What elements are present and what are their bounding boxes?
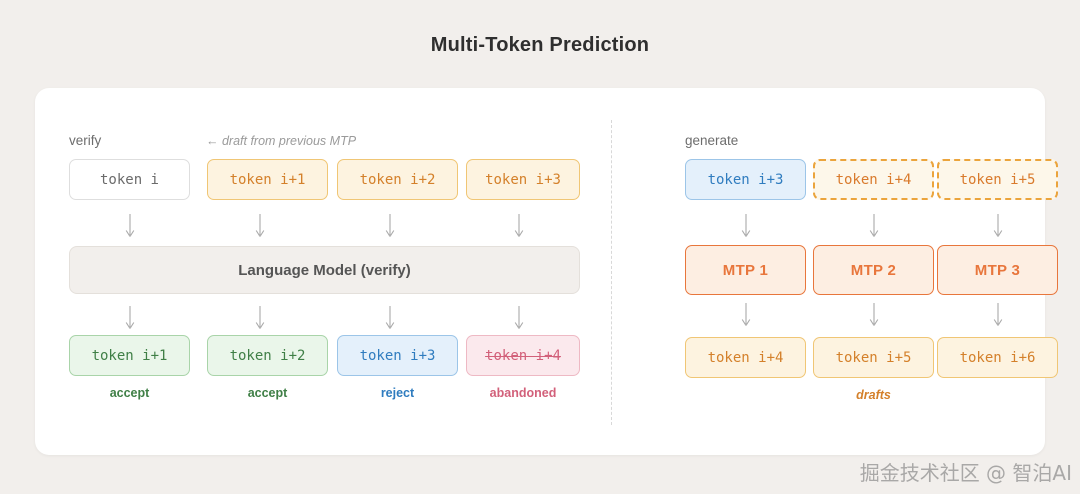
verdict-caption-0: accept: [109, 386, 150, 400]
generate-output-token-1[interactable]: token i+5: [813, 337, 934, 378]
verify-output-token-2[interactable]: token i+3: [337, 335, 458, 376]
verify-output-token-1[interactable]: token i+2: [207, 335, 328, 376]
mtp-head-1[interactable]: MTP 2: [813, 245, 934, 295]
verify-input-token-3[interactable]: token i+3: [466, 159, 580, 200]
arrow-down-icon: [513, 306, 525, 332]
mtp-label: MTP 2: [850, 261, 897, 279]
page-title: Multi-Token Prediction: [430, 34, 650, 56]
verdict-caption-1: accept: [247, 386, 288, 400]
verdict-caption-2: reject: [380, 386, 415, 400]
arrow-down-icon: [513, 214, 525, 240]
mtp-head-2[interactable]: MTP 3: [937, 245, 1058, 295]
verify-input-token-1[interactable]: token i+1: [207, 159, 328, 200]
token-label: token i+4: [485, 347, 561, 364]
generate-output-token-2[interactable]: token i+6: [937, 337, 1058, 378]
token-label: token i+4: [707, 349, 784, 366]
diagram-card: verify ← draft from previous MTP token i…: [35, 88, 1058, 455]
generate-panel: generate token i+3 token i+4 token i+5 M…: [645, 88, 1058, 455]
language-model-verify-bar: Language Model (verify): [69, 246, 580, 294]
panel-divider: [611, 120, 612, 425]
arrow-down-icon: [384, 214, 396, 240]
token-label: token i+3: [707, 171, 784, 188]
arrow-down-icon: [992, 214, 1004, 240]
arrow-down-icon: [124, 214, 136, 240]
verify-input-token-0[interactable]: token i: [69, 159, 190, 200]
verify-input-token-2[interactable]: token i+2: [337, 159, 458, 200]
arrow-down-icon: [124, 306, 136, 332]
arrow-down-icon: [254, 214, 266, 240]
token-label: token i+2: [229, 347, 306, 364]
token-label: token i+2: [359, 171, 436, 188]
verify-output-token-0[interactable]: token i+1: [69, 335, 190, 376]
token-label: token i+6: [959, 349, 1036, 366]
draft-origin-hint: ← draft from previous MTP: [206, 134, 357, 148]
arrow-down-icon: [384, 306, 396, 332]
token-label: token i: [99, 171, 159, 188]
mtp-label: MTP 1: [722, 261, 769, 279]
arrow-down-icon: [740, 214, 752, 240]
arrow-down-icon: [992, 303, 1004, 329]
token-label: token i+5: [959, 171, 1036, 188]
verify-output-token-3[interactable]: token i+4: [466, 335, 580, 376]
mtp-head-0[interactable]: MTP 1: [685, 245, 806, 295]
mtp-label: MTP 3: [974, 261, 1021, 279]
arrow-down-icon: [740, 303, 752, 329]
token-label: token i+1: [229, 171, 306, 188]
generate-input-token-0[interactable]: token i+3: [685, 159, 806, 200]
arrow-down-icon: [868, 214, 880, 240]
verify-panel: verify ← draft from previous MTP token i…: [68, 88, 611, 455]
drafts-caption: drafts: [856, 388, 891, 402]
token-label: token i+3: [359, 347, 436, 364]
language-model-label: Language Model (verify): [238, 261, 411, 279]
generate-input-token-1[interactable]: token i+4: [813, 159, 934, 200]
token-label: token i+3: [485, 171, 561, 188]
verdict-caption-3: abandoned: [489, 386, 557, 400]
generate-panel-label: generate: [685, 133, 739, 148]
token-label: token i+5: [835, 349, 912, 366]
arrow-down-icon: [868, 303, 880, 329]
token-label: token i+4: [835, 171, 912, 188]
verify-panel-label: verify: [69, 133, 102, 148]
token-label: token i+1: [91, 347, 168, 364]
generate-output-token-0[interactable]: token i+4: [685, 337, 806, 378]
generate-input-token-2[interactable]: token i+5: [937, 159, 1058, 200]
watermark: 掘金技术社区 @ 智泊AI: [859, 461, 1072, 485]
arrow-down-icon: [254, 306, 266, 332]
